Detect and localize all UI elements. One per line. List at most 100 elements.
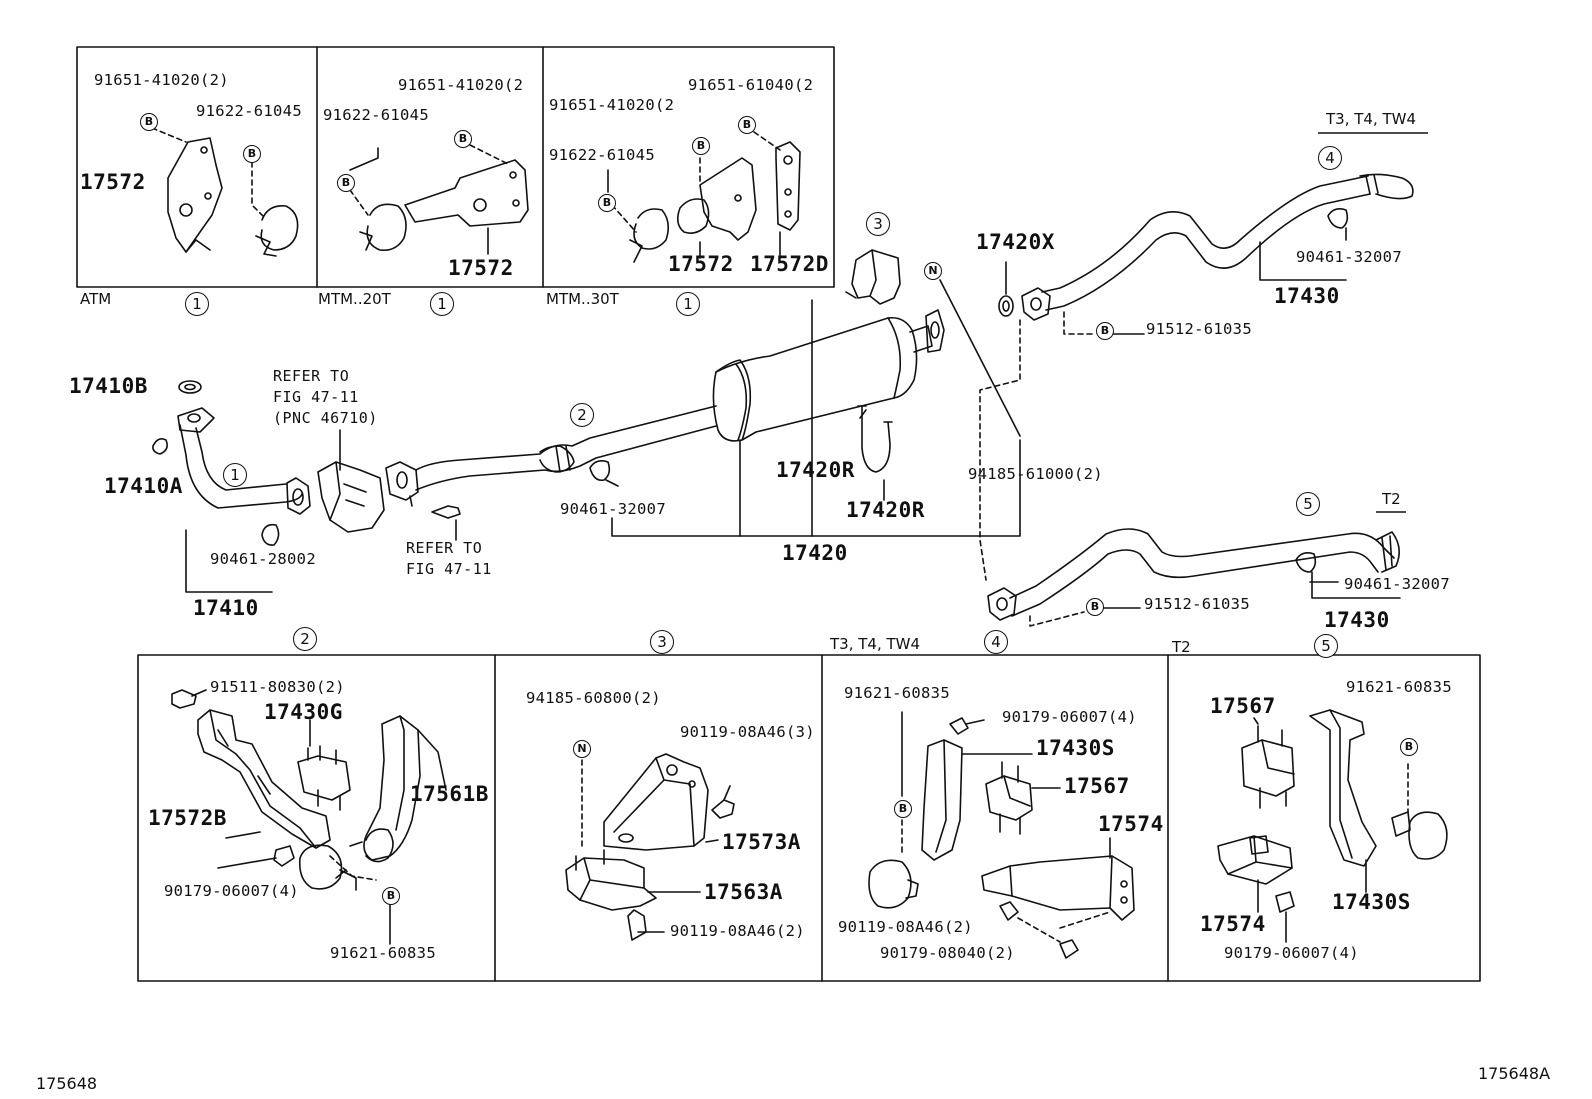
refer-note: (PNC 46710) [273, 409, 378, 427]
rubber-hanger-ring [298, 844, 343, 890]
part-94185-60800: 94185-60800(2) [526, 689, 661, 707]
bolt-badge: B [1086, 598, 1104, 616]
leader-line [191, 689, 207, 697]
center-pipe-bottom [415, 425, 717, 491]
bracket-17572D [775, 141, 801, 231]
tail-pipe-flange [1021, 287, 1051, 321]
bracket-17572-mtm30 [699, 157, 757, 241]
gasket-bore [1002, 300, 1010, 312]
bracket-17572B [197, 709, 331, 849]
part-91651-41020: 91651-41020(2 [549, 96, 675, 114]
part-17420R: 17420R [846, 498, 925, 522]
bolt-badge: B [243, 145, 261, 163]
muffler-body [712, 316, 918, 442]
bracket-17574 [1217, 835, 1293, 885]
part-91622-61045: 91622-61045 [549, 146, 655, 164]
leader-line [225, 831, 261, 839]
variant-mtm-20t: MTM..20T [318, 290, 391, 308]
exhaust-flange [177, 407, 215, 433]
bolt-badge: B [337, 174, 355, 192]
mount-studs [317, 789, 341, 811]
tail-pipe-upper-bottom [1045, 193, 1371, 311]
nut-90179-06007 [273, 845, 295, 867]
variant-tag-t2: T2 [1382, 490, 1401, 508]
variant-mtm-30t: MTM..30T [546, 290, 619, 308]
hanger-variants-frame [76, 46, 835, 288]
mount-studs [1001, 761, 1019, 783]
rubber-hanger-ring [1408, 811, 1448, 860]
bracket-tab [185, 239, 211, 253]
bolt-leader [1017, 917, 1061, 943]
muffler-end-rim [715, 359, 752, 441]
nut-90179-06007 [1275, 891, 1295, 913]
callout-1: 1 [223, 463, 247, 487]
leader-line [845, 291, 857, 299]
leader-bracket-17430 [1259, 241, 1347, 281]
part-17430S: 17430S [1332, 890, 1411, 914]
bracket-hole [509, 171, 517, 179]
bolt-badge: B [454, 130, 472, 148]
flange-bore [930, 321, 940, 339]
callout-2: 2 [570, 403, 594, 427]
muffler-end-rim-inner [735, 363, 748, 441]
bracket-hole [179, 203, 193, 217]
part-90461-32007: 90461-32007 [1344, 575, 1450, 593]
part-90119-08A46: 90119-08A46(2) [838, 918, 973, 936]
bracket-17574 [981, 855, 1135, 921]
tail-pipe-lower-top [1009, 528, 1395, 599]
part-91511-80830: 91511-80830(2) [210, 678, 345, 696]
part-17420X: 17420X [976, 230, 1055, 254]
rubber-hanger [633, 208, 670, 250]
leader-bracket-17410 [185, 529, 273, 593]
part-90461-32007: 90461-32007 [1296, 248, 1402, 266]
flange-bore [996, 597, 1008, 611]
mount-edge [579, 857, 645, 901]
part-91622-61045: 91622-61045 [196, 102, 302, 120]
bracket-hole [688, 780, 696, 788]
tag-underline [1376, 511, 1406, 513]
bracket-edge [1227, 835, 1293, 875]
figure-ref: 175648A [1478, 1064, 1551, 1083]
bolt-badge: B [1400, 738, 1418, 756]
variant-tag-t3-t4-tw4: T3, T4, TW4 [830, 635, 921, 653]
variant-atm: ATM [80, 290, 112, 308]
flange-bore [396, 471, 408, 489]
leader-line [605, 479, 619, 487]
bolt-refer [431, 505, 461, 519]
part-17574: 17574 [1098, 812, 1164, 836]
pipe-joint-ridge [555, 445, 571, 473]
leader-line [409, 495, 413, 507]
part-90119-08A46: 90119-08A46(2) [670, 922, 805, 940]
part-17561B: 17561B [410, 782, 489, 806]
refer-note: REFER TO [406, 539, 483, 557]
part-17572D: 17572D [750, 252, 829, 276]
bracket-hole [734, 194, 742, 202]
rubber-hanger-clip [255, 235, 277, 257]
mount-17567 [985, 775, 1033, 821]
callout-1: 1 [185, 292, 209, 316]
bolt-leader [151, 127, 187, 143]
callout-5: 5 [1296, 492, 1320, 516]
mount-studs [1257, 725, 1283, 747]
tail-pipe-upper-top [1041, 175, 1369, 293]
leader-bracket-17430 [1311, 571, 1401, 599]
part-17410B: 17410B [69, 374, 148, 398]
bracket-hole [618, 833, 634, 843]
muffler-outlet-flange [925, 309, 945, 353]
callout-1: 1 [676, 292, 700, 316]
variant-tag-t3-t4-tw4: T3, T4, TW4 [1326, 110, 1417, 128]
exhaust-flange [385, 461, 419, 501]
callout-1: 1 [430, 292, 454, 316]
callout-3: 3 [866, 212, 890, 236]
bracket-17572-mtm20 [404, 159, 529, 227]
tail-pipe-end-ridge [1381, 535, 1393, 571]
part-17420R: 17420R [776, 458, 855, 482]
clamp-90461-32007 [589, 460, 611, 482]
bracket-edge [209, 709, 317, 849]
bolt-leader [1059, 911, 1111, 929]
part-17572: 17572 [448, 256, 514, 280]
clamp-90461-32007 [1295, 552, 1317, 573]
bolt-leader [979, 319, 1021, 581]
tail-pipe-flange [987, 587, 1017, 621]
part-90179-06007: 90179-06007(4) [164, 882, 299, 900]
